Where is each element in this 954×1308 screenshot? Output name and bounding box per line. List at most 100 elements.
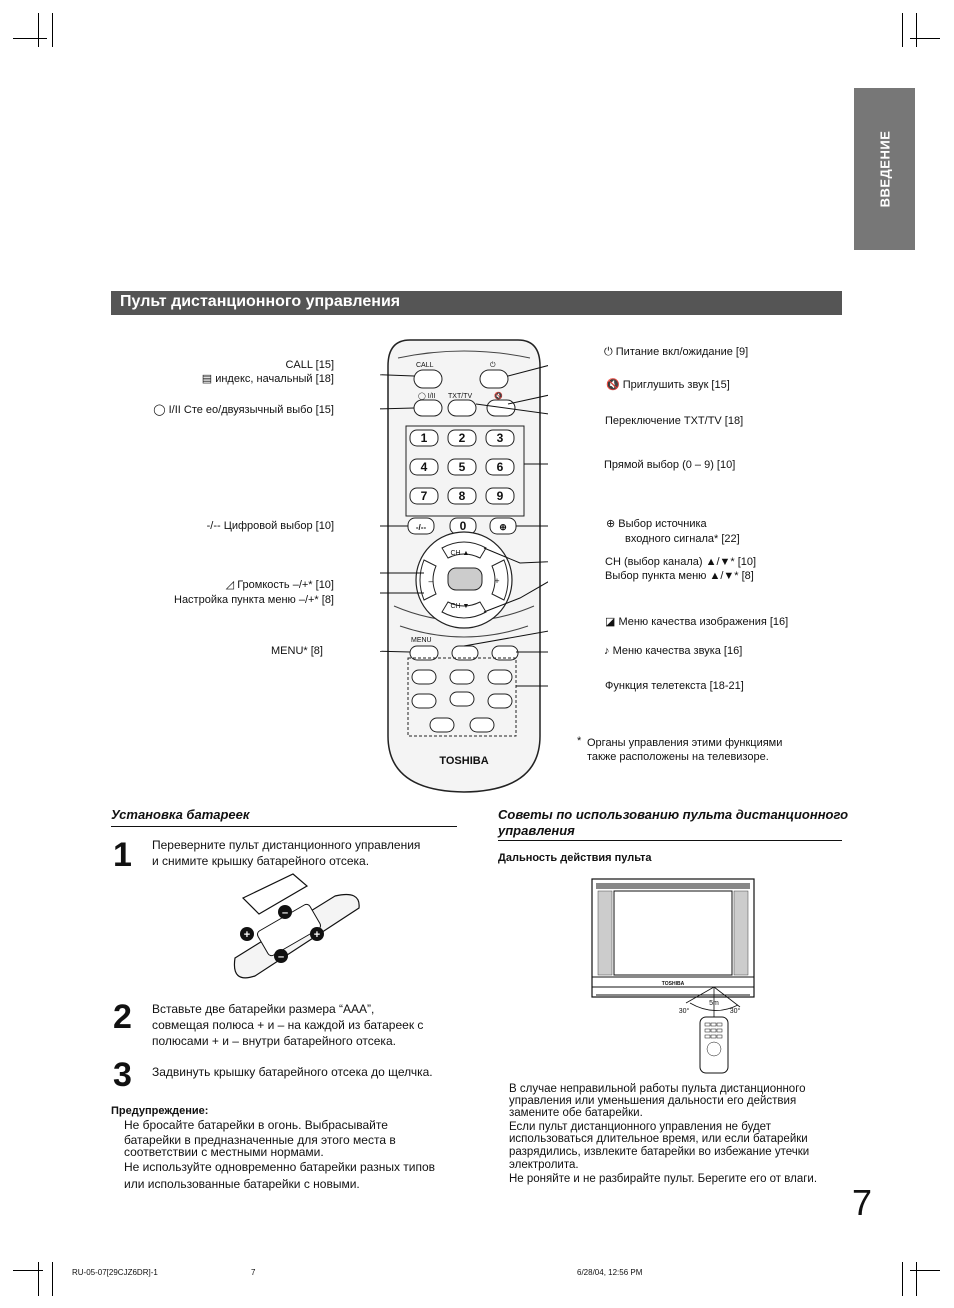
callout-source-line1: Выбор источника	[618, 518, 707, 530]
svg-text:◯ I/II: ◯ I/II	[418, 392, 436, 400]
svg-text:2: 2	[459, 431, 466, 445]
warning-line3: соответствии с местными нормами.	[124, 1145, 324, 1159]
callout-teletext: Функция телетекста [18-21]	[605, 680, 744, 692]
tips-line4: Если пульт дистанционного управления не …	[509, 1121, 771, 1133]
step-2-line1: Вставьте две батарейки размера “AAA”,	[152, 1002, 375, 1016]
svg-text:–: –	[428, 576, 433, 586]
callout-index: ▤ индекс, начальный [18]	[202, 373, 334, 386]
source-icon: ⊕	[606, 518, 619, 530]
callout-digit-select-text: Цифровой выбор [10]	[223, 520, 334, 532]
step-1-number: 1	[113, 836, 132, 874]
callout-sound-text: Меню качества звука [16]	[612, 645, 743, 657]
step-3-number: 3	[113, 1056, 132, 1094]
page-number: 7	[852, 1182, 873, 1223]
warning-line2: батарейки в предназначенные для этого ме…	[124, 1133, 396, 1147]
teletext-index-icon: ▤	[201, 373, 216, 385]
tips-line7: электролита.	[509, 1159, 579, 1171]
callout-ch: CH (выбор канала) ▲/▼* [10]	[605, 556, 757, 568]
svg-text:9: 9	[497, 489, 504, 503]
step-1-line2: и снимите крышку батарейного отсека.	[152, 854, 370, 868]
stereo-icon: ◯	[153, 404, 169, 416]
callout-power: ⏻ Питание вкл/ожидание [9]	[604, 346, 748, 359]
callout-direct: Прямой выбор (0 – 9) [10]	[604, 459, 736, 471]
tips-line1: В случае неправильной работы пульта дист…	[509, 1083, 806, 1095]
tips-line5: использоваться длительное время, или есл…	[509, 1133, 808, 1145]
svg-text:4: 4	[421, 460, 428, 474]
note-icon: ♪	[604, 645, 613, 657]
mute-icon: 🔇	[606, 379, 623, 391]
picture-icon: ◪	[605, 616, 619, 628]
callout-mute-text: Приглушить звук [15]	[622, 379, 730, 391]
svg-text:+: +	[314, 929, 320, 941]
note-line2: также расположены на телевизоре.	[587, 751, 769, 763]
svg-text:⊕: ⊕	[499, 522, 507, 532]
callout-txt-tv: Переключение TXT/TV [18]	[605, 415, 744, 427]
callout-source: ⊕ Выбор источника	[606, 518, 707, 531]
step-2-line2: совмещая полюса + и – на каждой из батар…	[152, 1018, 424, 1032]
step-3-line1: Задвинуть крышку батарейного отсека до щ…	[152, 1065, 433, 1079]
footer-timestamp: 6/28/04, 12:56 PM	[577, 1268, 643, 1277]
tv-range-illustration: TOSHIBA 5m 30° 30°	[591, 878, 755, 1074]
battery-heading: Установка батареек	[111, 807, 250, 822]
svg-text:3: 3	[497, 431, 504, 445]
tips-line2: управления или уменьшения дальности его …	[509, 1095, 797, 1107]
callout-digit-select: -/-- Цифровой выбор [10]	[207, 520, 334, 533]
svg-text:CH ▼: CH ▼	[451, 603, 470, 610]
section-title-bar: Пульт дистанционного управления	[111, 291, 842, 315]
svg-text:⏻: ⏻	[490, 361, 496, 369]
svg-text:–: –	[278, 951, 284, 963]
callout-picture: ◪ Меню качества изображения [16]	[605, 616, 788, 629]
footer-page: 7	[251, 1268, 256, 1277]
section-title: Пульт дистанционного управления	[120, 293, 401, 310]
tips-line6: разрядились, извлеките батарейки во избе…	[509, 1146, 810, 1158]
footer-filename: RU-05-07[29CJZ6DR]-1	[72, 1268, 158, 1277]
tips-heading-line1: Советы по использованию пульта дистанцио…	[498, 807, 849, 822]
callout-volume-text: Громкость –/+* [10]	[237, 579, 334, 591]
range-title: Дальность действия пульта	[498, 852, 652, 864]
callout-menu-adjust: Настройка пункта меню –/+* [8]	[174, 594, 334, 606]
divider	[498, 840, 842, 841]
callout-stereo-text: I/II Сте ео/двуязычный выбо [15]	[168, 404, 334, 416]
callout-index-text: индекс, начальный [18]	[215, 373, 334, 385]
step-2-line3: полюсами + и – внутри батарейного отсека…	[152, 1034, 396, 1048]
step-2-number: 2	[113, 998, 132, 1036]
callout-stereo: ◯ I/II Сте ео/двуязычный выбо [15]	[153, 404, 334, 417]
svg-text:+: +	[494, 576, 499, 586]
angle-left: 30°	[679, 1007, 690, 1015]
svg-text:CH ▲: CH ▲	[451, 550, 470, 557]
svg-text:🔇: 🔇	[494, 391, 503, 400]
svg-text:-/--: -/--	[416, 523, 427, 532]
step-1-line1: Переверните пульт дистанционного управле…	[152, 838, 421, 852]
svg-text:–: –	[282, 907, 288, 919]
callout-menu: MENU* [8]	[271, 645, 323, 657]
side-tab-label: ВВЕДЕНИЕ	[877, 130, 892, 208]
tips-line3: замените обе батарейки.	[509, 1107, 643, 1119]
warning-line1: Не бросайте батарейки в огонь. Выбрасыва…	[124, 1118, 388, 1132]
svg-text:0: 0	[460, 519, 467, 533]
svg-text:7: 7	[421, 489, 428, 503]
svg-text:5: 5	[459, 460, 466, 474]
volume-icon: ◿	[225, 579, 238, 591]
callout-call: CALL [15]	[285, 359, 334, 371]
callout-picture-text: Меню качества изображения [16]	[618, 616, 789, 628]
tips-heading-line2: управления	[498, 823, 575, 838]
note-line1: Органы управления этими функциями	[587, 737, 783, 749]
svg-text:+: +	[244, 929, 250, 941]
warning-line4: Не используйте одновременно батарейки ра…	[124, 1160, 436, 1174]
angle-right: 30°	[730, 1007, 741, 1015]
dash-icon: -/--	[206, 520, 224, 532]
callout-mute: 🔇 Приглушить звук [15]	[606, 379, 730, 392]
callout-volume: ◿ Громкость –/+* [10]	[226, 579, 334, 592]
warning-title: Предупреждение:	[111, 1105, 209, 1117]
callout-source-line2: входного сигнала* [22]	[625, 533, 740, 545]
asterisk-icon: *	[577, 735, 582, 747]
side-tab: ВВЕДЕНИЕ	[854, 88, 915, 250]
svg-text:MENU: MENU	[411, 637, 432, 644]
svg-text:8: 8	[459, 489, 466, 503]
tips-line8: Не роняйте и не разбирайте пульт. Береги…	[509, 1173, 818, 1185]
power-icon: ⏻	[604, 346, 616, 358]
callout-power-text: Питание вкл/ожидание [9]	[615, 346, 749, 358]
svg-text:1: 1	[421, 431, 428, 445]
callout-menu-select: Выбор пункта меню ▲/▼* [8]	[605, 570, 754, 582]
